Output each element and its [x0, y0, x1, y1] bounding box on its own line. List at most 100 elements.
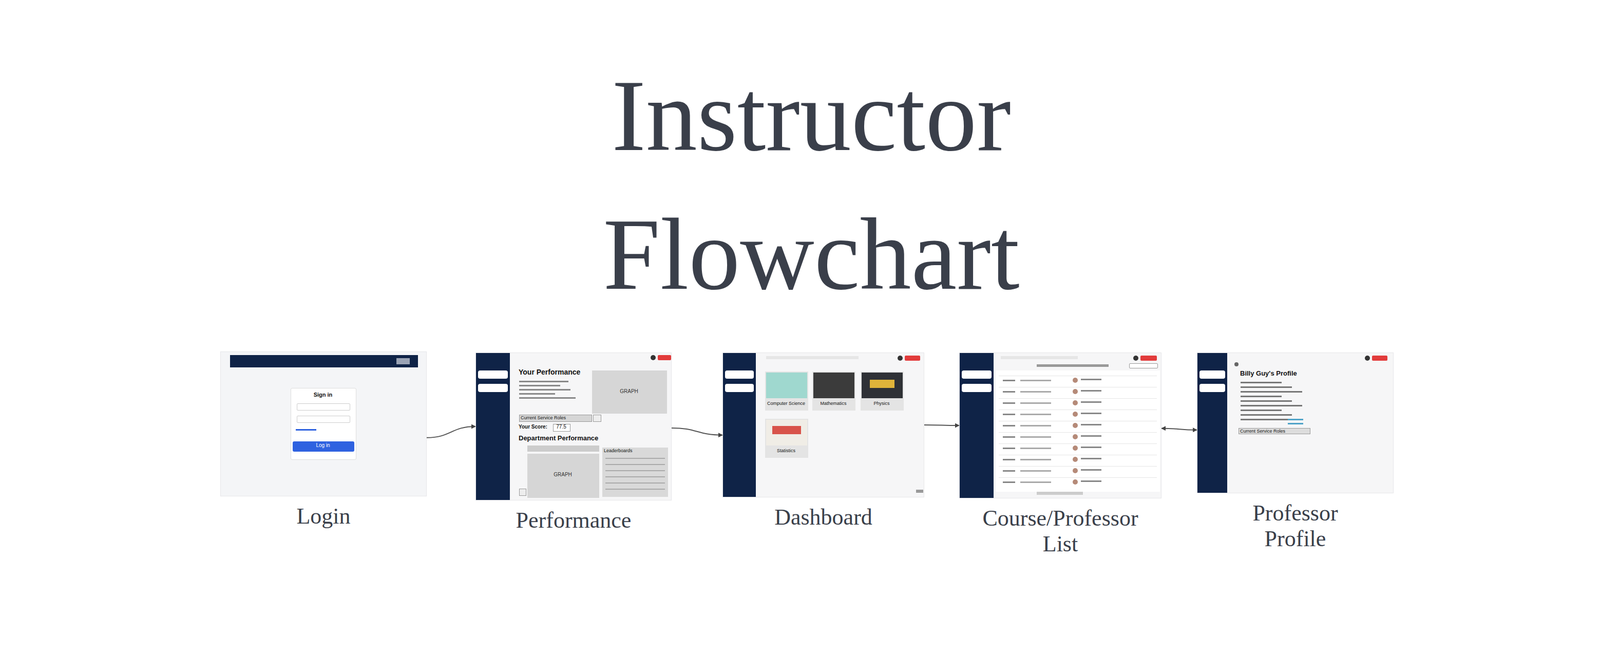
ui-shape	[1002, 458, 1016, 461]
ui-shape	[519, 488, 527, 496]
ui-shape	[998, 375, 1157, 376]
ui-shape	[1002, 402, 1016, 404]
screen-text: Current Service Roles	[520, 414, 566, 421]
ui-shape	[1080, 480, 1102, 482]
screen-text: Leaderboards	[603, 447, 633, 453]
ui-shape	[1002, 424, 1016, 427]
ui-shape	[478, 370, 508, 379]
ui-shape	[1002, 447, 1016, 449]
screen-text: Mathematics	[811, 400, 855, 406]
ui-shape	[1133, 355, 1139, 361]
ui-shape	[1080, 446, 1102, 448]
ui-shape	[230, 354, 418, 368]
ui-shape	[519, 384, 561, 387]
ui-shape	[296, 403, 351, 411]
screen-text: Sign in	[290, 391, 356, 398]
ui-shape	[766, 355, 859, 359]
ui-shape	[904, 355, 921, 361]
ui-shape	[1020, 469, 1052, 472]
ui-shape	[605, 457, 665, 459]
ui-shape	[1080, 401, 1102, 403]
ui-shape	[1000, 355, 1078, 359]
ui-shape	[1240, 400, 1292, 402]
ui-shape	[1020, 424, 1052, 427]
screen-text: Current Service Roles	[1240, 428, 1286, 434]
ui-shape	[961, 383, 992, 392]
ui-shape	[1240, 381, 1282, 384]
ui-shape	[1129, 363, 1158, 369]
ui-shape	[1364, 355, 1370, 361]
ui-shape	[725, 383, 754, 392]
ui-shape	[1072, 433, 1078, 440]
screen-caption: Professor Profile	[1233, 500, 1358, 552]
flow-arrow	[1161, 428, 1197, 430]
screen-node: LoginSign inLog in	[220, 351, 427, 497]
screen-text: GRAPH	[526, 471, 599, 478]
screen-text: Computer Science	[764, 400, 808, 406]
screen-text: GRAPH	[591, 388, 667, 395]
ui-shape	[1002, 390, 1016, 393]
ui-shape	[1072, 422, 1078, 428]
ui-shape	[1240, 386, 1292, 388]
screen-text: Your Performance	[518, 367, 581, 376]
ui-shape	[296, 415, 351, 423]
ui-shape	[1072, 479, 1078, 485]
ui-shape	[1072, 411, 1078, 417]
ui-shape	[1020, 390, 1052, 393]
screenshot	[722, 352, 925, 498]
ui-shape	[1020, 458, 1052, 461]
ui-shape	[605, 488, 665, 490]
ui-shape	[519, 392, 556, 395]
ui-shape	[1020, 481, 1052, 483]
ui-shape	[998, 431, 1157, 433]
ui-shape	[1199, 383, 1226, 392]
ui-shape	[1080, 434, 1102, 437]
ui-shape	[1002, 481, 1016, 483]
ui-shape	[1080, 412, 1102, 414]
ui-shape	[1072, 445, 1078, 451]
ui-shape	[1020, 379, 1052, 382]
ui-shape	[1002, 435, 1016, 438]
ui-shape	[1002, 413, 1016, 415]
ui-shape	[605, 482, 665, 484]
flow-arrow	[924, 424, 960, 426]
ui-shape	[998, 386, 1157, 388]
screen-node: DashboardComputer ScienceMathematicsPhys…	[722, 352, 925, 498]
ui-shape	[1072, 467, 1078, 473]
ui-shape	[1080, 378, 1102, 380]
ui-shape	[650, 354, 656, 360]
ui-shape	[478, 383, 508, 392]
screen-caption: Performance	[481, 507, 666, 533]
ui-shape	[998, 465, 1157, 467]
ui-shape	[1002, 379, 1016, 382]
ui-shape	[961, 370, 992, 379]
screen-text: 77.5	[552, 423, 570, 430]
ui-shape	[1072, 388, 1078, 394]
ui-shape	[1287, 418, 1304, 421]
screen-text: Your Score:	[518, 423, 548, 430]
ui-shape	[995, 370, 1160, 492]
ui-shape	[519, 388, 571, 391]
screenshot	[220, 351, 427, 497]
ui-shape	[1080, 423, 1102, 426]
ui-shape	[1080, 468, 1102, 471]
ui-shape	[396, 357, 410, 365]
ui-shape	[813, 372, 855, 398]
ui-shape	[1080, 389, 1102, 392]
ui-shape	[1020, 447, 1052, 449]
screenshot	[959, 352, 1162, 499]
ui-shape	[1080, 457, 1102, 460]
ui-shape	[1020, 435, 1052, 438]
ui-shape	[1072, 400, 1078, 406]
ui-shape	[766, 372, 808, 398]
screen-node: Professor ProfileBilly Guy's ProfileCurr…	[1196, 352, 1394, 493]
ui-shape	[1072, 377, 1078, 383]
ui-shape	[916, 489, 924, 493]
ui-shape	[998, 454, 1157, 455]
screen-text: Physics	[860, 400, 904, 406]
ui-shape	[998, 397, 1157, 399]
ui-shape	[605, 469, 665, 471]
ui-shape	[1036, 491, 1083, 495]
ui-shape	[1020, 402, 1052, 404]
ui-shape	[1234, 362, 1239, 367]
